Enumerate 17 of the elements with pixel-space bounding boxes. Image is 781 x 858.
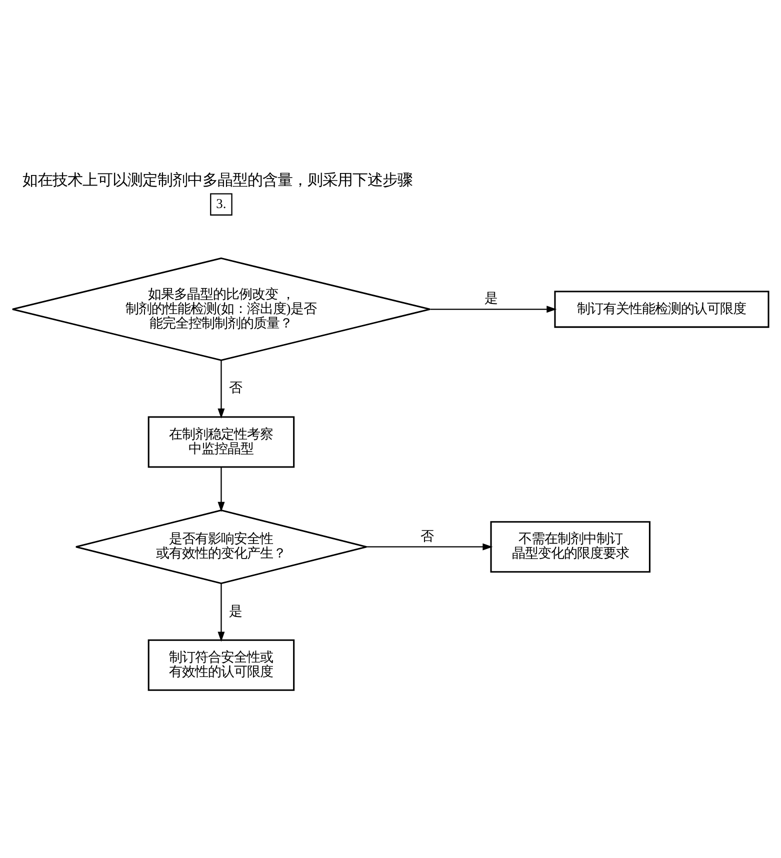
edge-label: 是 <box>484 290 498 306</box>
node-box: 制订有关性能检测的认可限度 <box>554 290 770 328</box>
edge-label: 是 <box>228 602 242 618</box>
edge-label: 否 <box>228 380 242 395</box>
arrow <box>218 360 225 418</box>
node-box: 制订符合安全性或有效性的认可限度 <box>148 638 295 690</box>
node-box: 3. <box>210 192 232 216</box>
arrow <box>218 466 225 512</box>
arrow <box>430 305 557 312</box>
node-box: 不需在制剂中制订晶型变化的限度要求 <box>490 520 650 572</box>
node-box: 在制剂稳定性考察中监控晶型 <box>148 416 295 468</box>
arrow <box>218 583 225 642</box>
arrow <box>366 542 493 550</box>
node-diamond: 是否有影响安全性或有效性的变化产生？ <box>75 509 368 584</box>
node-diamond: 如果多晶型的比例改变 ，制剂的性能检测(如：溶出度)是否能完全控制制剂的质量？ <box>12 257 431 361</box>
diagram-title: 如在技术上可以测定制剂中多晶型的含量，则采用下述步骤 <box>22 172 412 189</box>
edge-label: 否 <box>420 528 434 543</box>
